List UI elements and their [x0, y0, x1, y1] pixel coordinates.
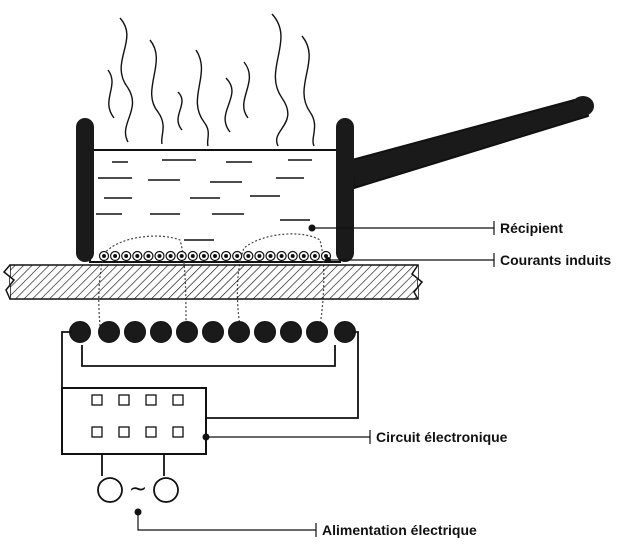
- circuit-component: [145, 426, 157, 438]
- induced-current-bead: [165, 250, 176, 262]
- circuit-components: [91, 394, 184, 438]
- circuit-component: [91, 394, 103, 406]
- coil-turn: [98, 321, 120, 343]
- label-induced-currents: Courants induits: [500, 252, 611, 268]
- induced-current-bead: [132, 250, 143, 262]
- power-supply: ~: [97, 477, 179, 503]
- circuit-component: [145, 394, 157, 406]
- induced-current-bead: [198, 250, 209, 262]
- label-electronic-circuit: Circuit électronique: [376, 429, 508, 445]
- circuit-component: [118, 394, 130, 406]
- induced-current-bead: [109, 250, 121, 262]
- induced-current-bead: [309, 250, 320, 262]
- circuit-component: [172, 394, 184, 406]
- coil-turn: [202, 321, 224, 343]
- induced-current-bead: [154, 250, 165, 262]
- cooktop-surface: [2, 264, 424, 300]
- coil-turn: [228, 321, 250, 343]
- induced-current-bead: [187, 250, 198, 262]
- induced-current-bead: [298, 250, 309, 262]
- induced-current-bead: [209, 250, 221, 262]
- label-vessel: Récipient: [500, 220, 563, 236]
- leader-lines: [137, 221, 495, 537]
- pan-vessel: [76, 118, 354, 263]
- induced-current-bead: [287, 250, 298, 262]
- induced-current-bead: [143, 250, 154, 262]
- coil-wiring: [61, 331, 359, 419]
- induced-currents-beads: [98, 250, 332, 262]
- circuit-component: [91, 426, 103, 438]
- coil-turn: [176, 321, 198, 343]
- induction-coil: [69, 321, 356, 343]
- coil-turn: [306, 321, 328, 343]
- induced-current-bead: [98, 250, 110, 262]
- induced-current-bead: [254, 250, 265, 262]
- coil-turn: [150, 321, 172, 343]
- induced-current-bead: [176, 250, 187, 262]
- pan-handle: [351, 97, 589, 189]
- steam-wisps: [107, 13, 316, 147]
- induced-current-bead: [276, 250, 287, 262]
- induced-current-bead: [221, 250, 232, 262]
- electronic-circuit-box: [61, 387, 207, 476]
- liquid-lines: [96, 159, 312, 241]
- induced-current-bead: [243, 250, 254, 262]
- coil-turn: [254, 321, 276, 343]
- induced-current-bead: [265, 250, 276, 262]
- connection-dots: [134, 224, 331, 516]
- circuit-component: [172, 426, 184, 438]
- ac-symbol: ~: [129, 477, 147, 502]
- label-power-supply: Alimentation électrique: [322, 522, 477, 538]
- pan-handle-tip: [572, 96, 594, 116]
- coil-turn: [124, 321, 146, 343]
- coil-turn: [280, 321, 302, 343]
- induced-current-bead: [232, 250, 243, 262]
- induced-current-bead: [121, 250, 132, 262]
- circuit-component: [118, 426, 130, 438]
- coil-turn: [69, 321, 91, 343]
